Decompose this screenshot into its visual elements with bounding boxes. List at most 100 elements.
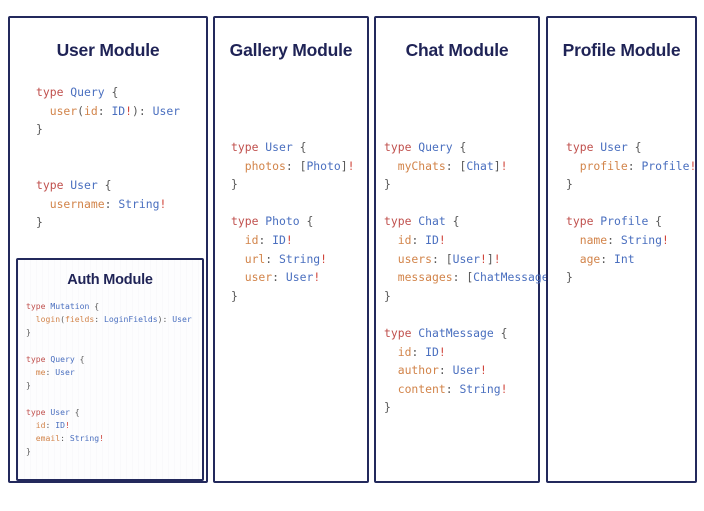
code-token: ! (285, 232, 293, 247)
code-token: [ (466, 270, 474, 285)
code-token: { (97, 177, 112, 192)
code-token: ( (60, 314, 65, 325)
code-token: type (566, 214, 594, 229)
code-token: ] (340, 158, 348, 173)
code-token (384, 252, 398, 266)
code-token: String (69, 433, 100, 444)
code-token: id (35, 419, 46, 430)
code-token: String (459, 381, 501, 396)
module-card-chat[interactable]: Chat Module type Query { myChats: [Chat]… (374, 16, 562, 483)
code-token: : (272, 270, 286, 285)
code-token: : (45, 367, 56, 378)
code-token: ] (493, 158, 501, 173)
module-title-user: User Module (56, 40, 160, 60)
code-token: [ (299, 158, 307, 173)
module-title-gallery: Gallery Module (229, 40, 353, 60)
code-token: Mutation (50, 301, 90, 311)
code-token: : (452, 270, 467, 285)
code-token: ( (77, 103, 85, 118)
code-token: User (452, 251, 481, 266)
code-token: [ (459, 158, 467, 173)
code-token: Int (614, 251, 635, 266)
code-token: ! (159, 196, 167, 211)
code-token: author (397, 363, 439, 378)
code-token (384, 382, 398, 396)
schema-code-chat: type Query { myChats: [ Chat]! } type Cha… (384, 138, 562, 417)
code-token: fields (65, 314, 95, 325)
code-token: { (74, 353, 85, 364)
code-token: ! (500, 381, 508, 396)
code-token: } (26, 446, 31, 457)
module-card-profile[interactable]: Profile Module type User { profile: Prof… (546, 16, 697, 483)
code-token: login (35, 314, 61, 325)
code-token (384, 270, 398, 284)
code-token: } (384, 177, 391, 192)
code-token: User (285, 270, 314, 285)
code-token (36, 197, 50, 211)
code-token: ID (425, 344, 439, 359)
code-token: id (84, 103, 98, 118)
code-token: type (231, 214, 259, 229)
code-token (26, 367, 36, 377)
code-token (231, 252, 245, 266)
code-token: } (231, 177, 238, 192)
code-token: ! (65, 419, 70, 430)
code-token (384, 233, 398, 247)
code-token (384, 159, 398, 173)
code-token: ! (438, 344, 446, 359)
code-token: myChats (397, 158, 446, 173)
code-token: Query (418, 140, 453, 154)
code-token: } (36, 122, 43, 137)
code-token: ! (313, 270, 321, 285)
code-token: type (384, 325, 412, 340)
code-token: type (36, 177, 64, 192)
code-token: } (384, 288, 391, 303)
code-token: : (97, 103, 112, 118)
code-token: type (384, 140, 412, 154)
code-token: type (26, 353, 46, 364)
code-token (566, 252, 580, 266)
code-token: ! (125, 103, 133, 118)
code-token: type (26, 406, 46, 417)
code-token: user (49, 103, 78, 118)
code-token: { (445, 214, 460, 229)
code-token: String (279, 251, 321, 266)
code-token: { (69, 406, 80, 417)
module-card-auth[interactable]: Auth Module type Mutation { login(fields… (16, 258, 204, 481)
code-token: { (493, 325, 508, 340)
code-token (36, 104, 50, 118)
code-token: id (397, 344, 412, 359)
code-token: ! (347, 158, 355, 173)
code-token: type (26, 301, 46, 311)
code-token: Photo (265, 214, 300, 229)
code-token: type (231, 140, 259, 154)
code-token: { (648, 214, 663, 229)
code-token (384, 363, 398, 377)
code-token: messages (397, 270, 453, 285)
code-token: ChatMessage (473, 270, 549, 285)
code-token: { (104, 85, 119, 99)
code-token: photos (244, 158, 286, 173)
code-token: Photo (306, 158, 341, 173)
code-token: ! (662, 232, 669, 247)
code-token: ID (272, 232, 286, 247)
code-token: ! (493, 251, 501, 266)
code-token: Chat (418, 214, 446, 229)
code-token: } (566, 270, 573, 285)
code-token: } (566, 177, 573, 192)
code-token: ! (500, 158, 508, 173)
code-token: } (36, 215, 43, 230)
module-card-gallery[interactable]: Gallery Module type User { photos: [Phot… (213, 16, 369, 483)
code-token: User (70, 177, 98, 192)
code-token: ID (55, 419, 65, 430)
code-token: } (26, 380, 31, 391)
code-token: : (411, 344, 426, 359)
schema-code-profile: type User { profile: Profile! } type Pro… (566, 138, 696, 287)
code-token: String (620, 232, 663, 247)
code-token: me (35, 367, 46, 378)
module-card-user[interactable]: User Module type Query { user(id: ID!): … (8, 16, 208, 483)
code-token: { (299, 214, 314, 229)
code-token (231, 270, 245, 284)
code-token: : (445, 381, 460, 396)
